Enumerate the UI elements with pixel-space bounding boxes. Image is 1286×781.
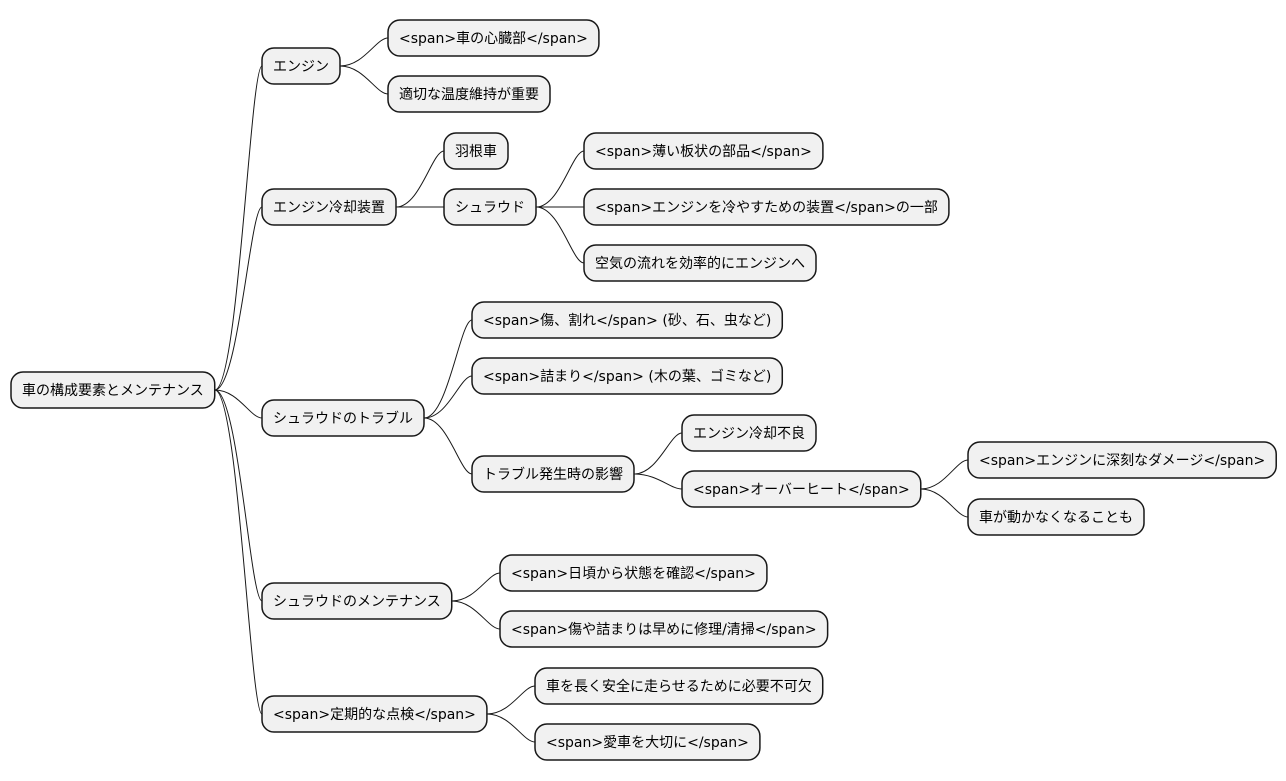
edge-trouble-to-trouble-crack <box>423 319 473 419</box>
node-label: <span>傷、割れ</span> (砂、石、虫など) <box>483 312 771 329</box>
node-box <box>261 188 397 226</box>
node-label: 適切な温度維持が重要 <box>399 86 539 103</box>
node-label: <span>傷や詰まりは早めに修理/清掃</span> <box>511 621 817 638</box>
node-label: 羽根車 <box>455 143 497 160</box>
node-engine-temp[interactable]: 適切な温度維持が重要 <box>387 75 551 113</box>
edge-impact-overheat-to-overheat-stop <box>920 488 969 518</box>
edge-root-to-inspection <box>214 389 263 715</box>
edge-trouble-to-trouble-clog <box>423 375 473 419</box>
node-label: トラブル発生時の影響 <box>483 466 623 483</box>
node-box <box>261 47 341 85</box>
node-box <box>10 371 216 409</box>
node-box <box>499 610 829 648</box>
node-trouble[interactable]: シュラウドのトラブル <box>261 399 425 437</box>
edge-engine-to-engine-heart <box>339 37 389 67</box>
node-inspection[interactable]: <span>定期的な点検</span> <box>261 695 488 733</box>
node-insp-care[interactable]: <span>愛車を大切に</span> <box>534 723 761 761</box>
node-label: <span>愛車を大切に</span> <box>546 734 749 751</box>
node-impact-overheat[interactable]: <span>オーバーヒート</span> <box>681 470 922 508</box>
edge-trouble-to-trouble-impact <box>423 417 473 475</box>
node-box <box>471 357 784 395</box>
node-maintenance[interactable]: シュラウドのメンテナンス <box>261 582 453 620</box>
edge-cooling-to-impeller <box>395 150 445 208</box>
node-label: シュラウド <box>455 200 525 216</box>
node-label: <span>エンジンを冷やすための装置</span>の一部 <box>595 200 938 216</box>
node-box <box>681 414 817 452</box>
edge-root-to-cooling <box>214 206 263 391</box>
node-impact-cooling[interactable]: エンジン冷却不良 <box>681 414 817 452</box>
node-maint-repair[interactable]: <span>傷や詰まりは早めに修理/清掃</span> <box>499 610 829 648</box>
edge-engine-to-engine-temp <box>339 65 389 95</box>
node-label: 空気の流れを効率的にエンジンへ <box>595 255 805 272</box>
node-box <box>534 723 761 761</box>
node-box <box>499 554 768 592</box>
node-label: <span>エンジンに深刻なダメージ</span> <box>979 453 1265 469</box>
edges-layer <box>214 37 969 743</box>
node-label: <span>日頃から状態を確認</span> <box>511 566 756 582</box>
node-engine-heart[interactable]: <span>車の心臓部</span> <box>387 19 600 57</box>
node-shroud-thin[interactable]: <span>薄い板状の部品</span> <box>583 132 824 170</box>
node-engine[interactable]: エンジン <box>261 47 341 85</box>
node-overheat-stop[interactable]: 車が動かなくなることも <box>967 498 1145 536</box>
node-label: エンジン冷却不良 <box>693 426 805 442</box>
edge-trouble-impact-to-impact-overheat <box>633 473 683 490</box>
edge-inspection-to-insp-essential <box>486 685 536 715</box>
node-box <box>261 695 488 733</box>
node-box <box>534 667 824 705</box>
node-box <box>967 498 1145 536</box>
node-box <box>583 244 817 282</box>
node-trouble-clog[interactable]: <span>詰まり</span> (木の葉、ゴミなど) <box>471 357 784 395</box>
node-shroud-air[interactable]: 空気の流れを効率的にエンジンへ <box>583 244 817 282</box>
node-box <box>471 301 784 339</box>
node-root[interactable]: 車の構成要素とメンテナンス <box>10 371 216 409</box>
edge-shroud-to-shroud-air <box>535 206 585 264</box>
node-label: 車の構成要素とメンテナンス <box>22 382 204 399</box>
node-shroud[interactable]: シュラウド <box>443 188 537 226</box>
node-box <box>261 399 425 437</box>
node-box <box>261 582 453 620</box>
edge-root-to-maintenance <box>214 389 263 602</box>
node-label: シュラウドのトラブル <box>273 410 413 427</box>
node-cooling[interactable]: エンジン冷却装置 <box>261 188 397 226</box>
edge-maintenance-to-maint-repair <box>451 600 501 630</box>
node-label: <span>定期的な点検</span> <box>273 707 476 723</box>
node-trouble-crack[interactable]: <span>傷、割れ</span> (砂、石、虫など) <box>471 301 784 339</box>
edge-maintenance-to-maint-check <box>451 572 501 602</box>
edge-shroud-to-shroud-thin <box>535 150 585 208</box>
node-impeller[interactable]: 羽根車 <box>443 132 509 170</box>
node-label: 車を長く安全に走らせるために必要不可欠 <box>546 678 812 695</box>
node-box <box>443 132 509 170</box>
edge-root-to-engine <box>214 65 263 391</box>
node-label: エンジン <box>273 59 329 75</box>
node-overheat-damage[interactable]: <span>エンジンに深刻なダメージ</span> <box>967 441 1277 479</box>
node-maint-check[interactable]: <span>日頃から状態を確認</span> <box>499 554 768 592</box>
edge-inspection-to-insp-care <box>486 713 536 743</box>
edge-trouble-impact-to-impact-cooling <box>633 432 683 475</box>
node-insp-essential[interactable]: 車を長く安全に走らせるために必要不可欠 <box>534 667 824 705</box>
edge-impact-overheat-to-overheat-damage <box>920 459 969 490</box>
node-shroud-part[interactable]: <span>エンジンを冷やすための装置</span>の一部 <box>583 188 950 226</box>
node-trouble-impact[interactable]: トラブル発生時の影響 <box>471 455 635 493</box>
node-label: <span>詰まり</span> (木の葉、ゴミなど) <box>483 368 771 385</box>
node-box <box>681 470 922 508</box>
nodes-layer: 車の構成要素とメンテナンス エンジン <span>車の心臓部</span> 適切な温度… <box>10 19 1277 761</box>
node-label: <span>オーバーヒート</span> <box>693 482 910 498</box>
node-label: <span>車の心臓部</span> <box>399 30 588 47</box>
node-box <box>443 188 537 226</box>
node-label: シュラウドのメンテナンス <box>273 594 441 610</box>
node-box <box>471 455 635 493</box>
node-box <box>583 132 824 170</box>
node-box <box>387 75 551 113</box>
node-box <box>387 19 600 57</box>
edge-root-to-trouble <box>214 389 263 419</box>
node-box <box>967 441 1277 479</box>
node-label: エンジン冷却装置 <box>273 200 385 216</box>
node-label: <span>薄い板状の部品</span> <box>595 144 812 160</box>
node-box <box>583 188 950 226</box>
node-label: 車が動かなくなることも <box>979 509 1133 526</box>
